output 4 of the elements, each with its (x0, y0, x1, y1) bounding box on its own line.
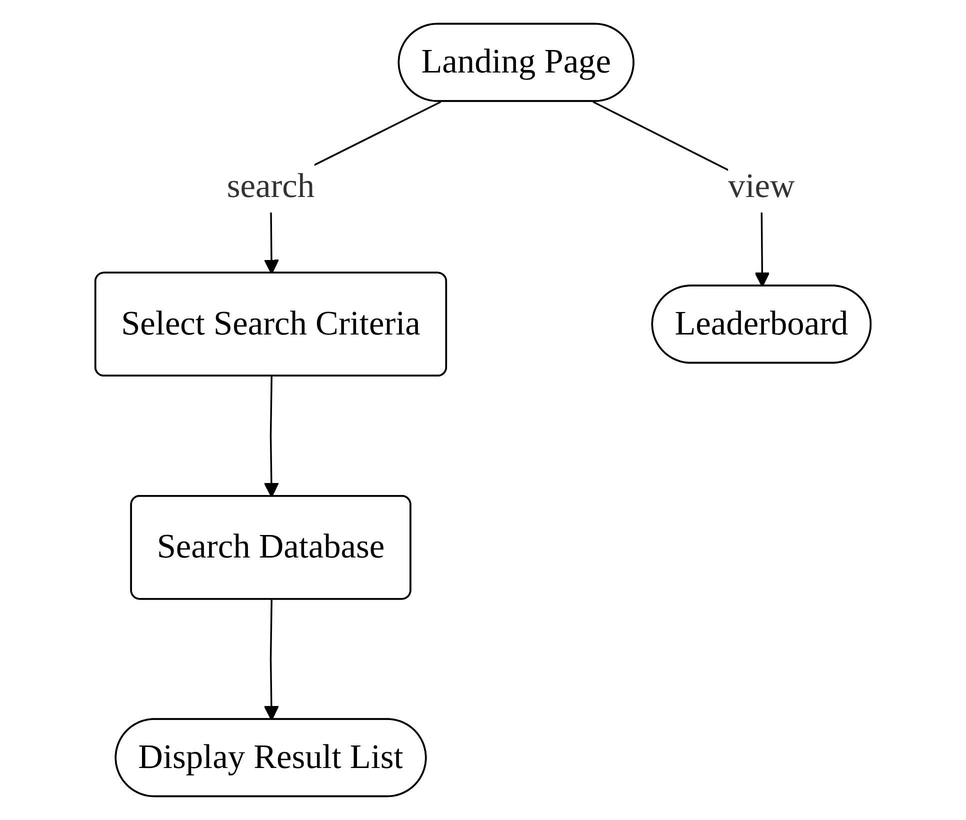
edge-label: search (226, 168, 315, 206)
arrow (264, 600, 279, 721)
arrow (264, 376, 279, 498)
edge-label: view (728, 168, 795, 206)
